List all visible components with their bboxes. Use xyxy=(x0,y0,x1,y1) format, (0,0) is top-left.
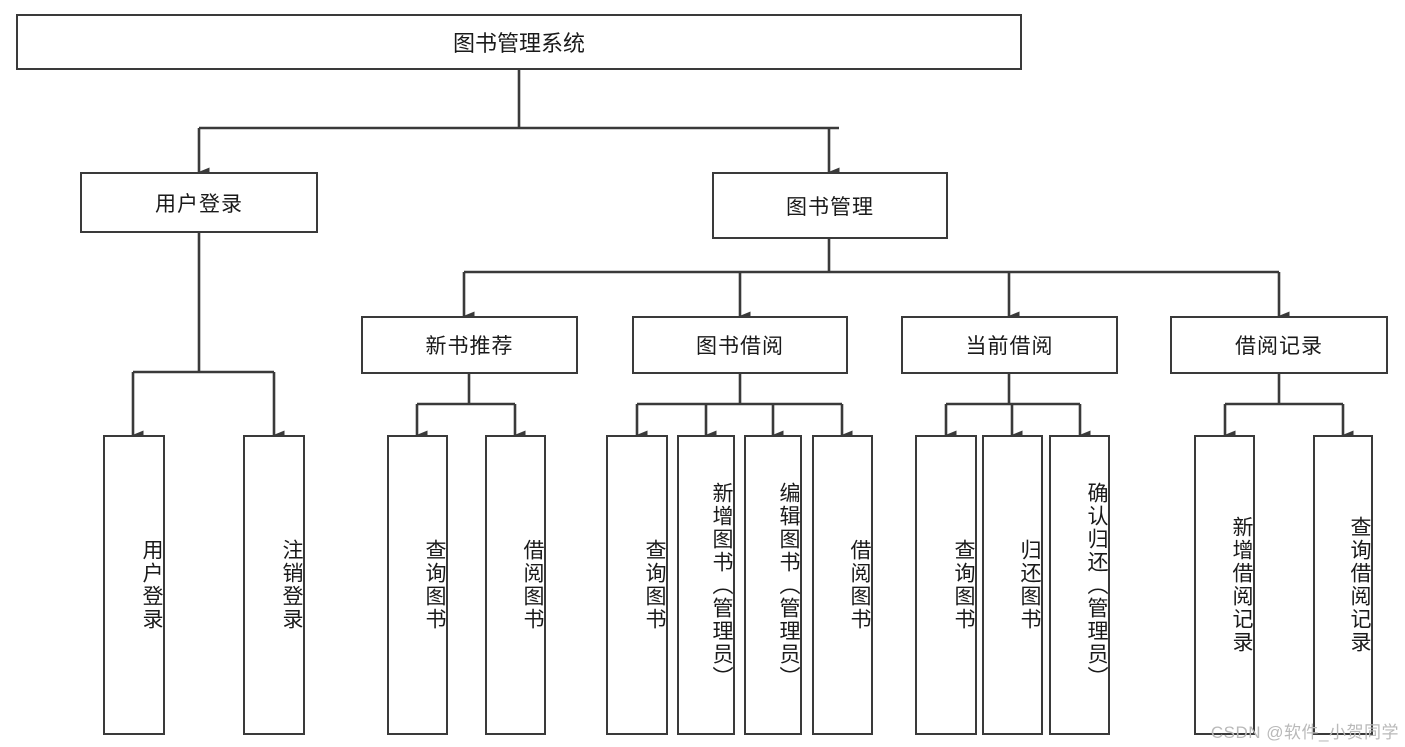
node-root-book-management-system[interactable]: 图书管理系统 xyxy=(16,14,1022,70)
node-new-book-recommend[interactable]: 新书推荐 xyxy=(361,316,578,374)
leaf-query-borrow-record[interactable]: 查询借阅记录 xyxy=(1313,435,1373,735)
node-book-management[interactable]: 图书管理 xyxy=(712,172,948,239)
watermark: CSDN @软件_小贺同学 xyxy=(1210,723,1399,742)
node-user-login[interactable]: 用户登录 xyxy=(80,172,318,233)
leaf-user-login[interactable]: 用户登录 xyxy=(103,435,165,735)
leaf-add-borrow-record[interactable]: 新增借阅记录 xyxy=(1194,435,1255,735)
leaf-return-book[interactable]: 归还图书 xyxy=(982,435,1043,735)
node-book-borrow[interactable]: 图书借阅 xyxy=(632,316,848,374)
leaf-borrow-book-recommend[interactable]: 借阅图书 xyxy=(485,435,546,735)
leaf-edit-book-admin[interactable]: 编辑图书（管理员） xyxy=(744,435,802,735)
node-current-borrow[interactable]: 当前借阅 xyxy=(901,316,1118,374)
leaf-query-book-current[interactable]: 查询图书 xyxy=(915,435,977,735)
leaf-query-book-borrow[interactable]: 查询图书 xyxy=(606,435,668,735)
leaf-add-book-admin[interactable]: 新增图书（管理员） xyxy=(677,435,735,735)
node-borrow-record[interactable]: 借阅记录 xyxy=(1170,316,1388,374)
leaf-query-book-recommend[interactable]: 查询图书 xyxy=(387,435,448,735)
leaf-confirm-return-admin[interactable]: 确认归还（管理员） xyxy=(1049,435,1110,735)
leaf-borrow-book[interactable]: 借阅图书 xyxy=(812,435,873,735)
leaf-user-logout[interactable]: 注销登录 xyxy=(243,435,305,735)
